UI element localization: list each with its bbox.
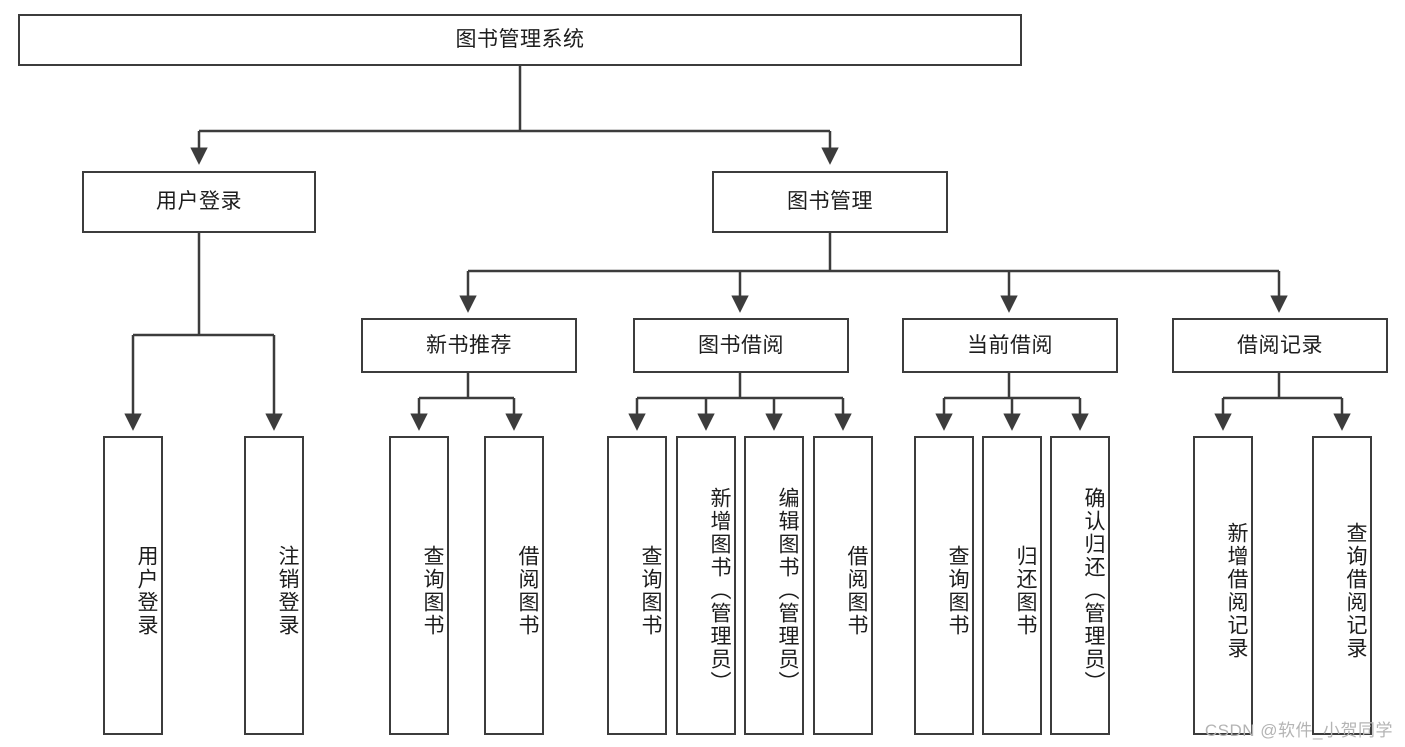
leaf-user-login-1-label: 注销登录 xyxy=(276,544,299,637)
leaf-user-login-1[interactable]: 注销登录 xyxy=(244,436,304,735)
leaf-new-book-recommend-0-label: 查询图书 xyxy=(421,544,444,637)
leaf-book-borrow-2-label: 编辑图书（管理员） xyxy=(776,487,799,694)
leaf-book-borrow-3[interactable]: 借阅图书 xyxy=(813,436,873,735)
leaf-user-login-0-label: 用户登录 xyxy=(135,544,158,637)
node-user-login[interactable]: 用户登录 xyxy=(82,171,316,233)
node-new-book-recommend-label: 新书推荐 xyxy=(426,333,512,357)
leaf-current-borrow-0-label: 查询图书 xyxy=(946,544,969,637)
node-user-login-label: 用户登录 xyxy=(156,190,242,214)
leaf-book-borrow-3-label: 借阅图书 xyxy=(845,544,868,637)
node-new-book-recommend[interactable]: 新书推荐 xyxy=(361,318,577,373)
leaf-new-book-recommend-0[interactable]: 查询图书 xyxy=(389,436,449,735)
csdn-watermark: CSDN @软件_小贺同学 xyxy=(1204,721,1393,740)
leaf-book-borrow-0[interactable]: 查询图书 xyxy=(607,436,667,735)
leaf-book-borrow-0-label: 查询图书 xyxy=(639,544,662,637)
leaf-current-borrow-1-label: 归还图书 xyxy=(1014,544,1037,637)
node-book-borrow[interactable]: 图书借阅 xyxy=(633,318,849,373)
leaf-current-borrow-1[interactable]: 归还图书 xyxy=(982,436,1042,735)
leaf-borrow-record-0[interactable]: 新增借阅记录 xyxy=(1193,436,1253,735)
leaf-user-login-0[interactable]: 用户登录 xyxy=(103,436,163,735)
node-root[interactable]: 图书管理系统 xyxy=(18,14,1022,66)
node-current-borrow-label: 当前借阅 xyxy=(967,333,1053,357)
leaf-book-borrow-2[interactable]: 编辑图书（管理员） xyxy=(744,436,804,735)
node-borrow-record[interactable]: 借阅记录 xyxy=(1172,318,1388,373)
node-root-label: 图书管理系统 xyxy=(455,28,585,52)
node-current-borrow[interactable]: 当前借阅 xyxy=(902,318,1118,373)
node-book-manage[interactable]: 图书管理 xyxy=(712,171,948,233)
leaf-borrow-record-1[interactable]: 查询借阅记录 xyxy=(1312,436,1372,735)
leaf-book-borrow-1-label: 新增图书（管理员） xyxy=(708,487,731,694)
node-book-borrow-label: 图书借阅 xyxy=(698,333,784,357)
leaf-new-book-recommend-1-label: 借阅图书 xyxy=(516,544,539,637)
leaf-book-borrow-1[interactable]: 新增图书（管理员） xyxy=(676,436,736,735)
leaf-current-borrow-2-label: 确认归还（管理员） xyxy=(1082,487,1105,694)
node-borrow-record-label: 借阅记录 xyxy=(1237,333,1323,357)
leaf-borrow-record-0-label: 新增借阅记录 xyxy=(1225,521,1248,660)
node-book-manage-label: 图书管理 xyxy=(787,190,873,214)
leaf-current-borrow-0[interactable]: 查询图书 xyxy=(914,436,974,735)
leaf-new-book-recommend-1[interactable]: 借阅图书 xyxy=(484,436,544,735)
leaf-current-borrow-2[interactable]: 确认归还（管理员） xyxy=(1050,436,1110,735)
leaf-borrow-record-1-label: 查询借阅记录 xyxy=(1344,521,1367,660)
